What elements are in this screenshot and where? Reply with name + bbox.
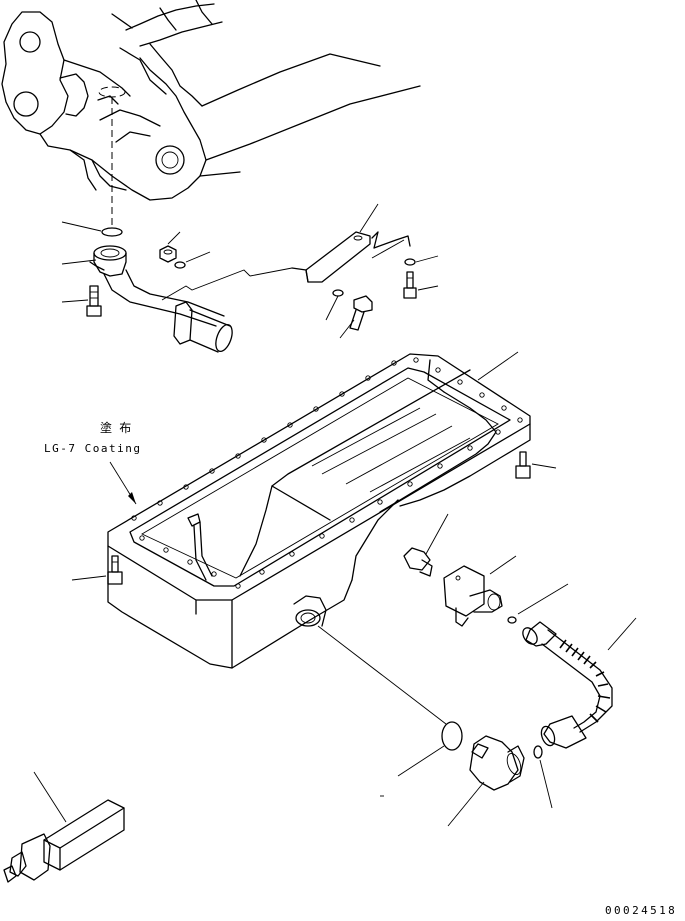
wrench-tool	[3, 771, 125, 883]
coating-label-english: LG-7 Coating	[44, 442, 141, 455]
washer-and-bolt-bracket	[325, 289, 373, 339]
bolt-pan-right	[515, 451, 557, 479]
bracket	[249, 203, 411, 283]
drain-elbow	[447, 735, 525, 827]
nut-and-bolt-right	[403, 255, 439, 299]
hose	[522, 617, 637, 749]
bolt-pan-left	[71, 555, 123, 585]
pressure-adapter	[443, 555, 517, 627]
drawing-number: 00024518	[605, 904, 677, 916]
o-ring-top	[61, 221, 123, 237]
suction-pipe	[61, 245, 233, 353]
sensor-plug	[403, 513, 449, 577]
coating-annotation: 塗 布 LG-7 Coating	[44, 420, 141, 505]
o-ring-small-right	[507, 583, 569, 624]
bolt-left-flange	[61, 285, 102, 317]
oil-pan	[107, 353, 531, 669]
engine-block	[1, 0, 421, 225]
o-ring-elbow	[533, 745, 553, 809]
oil-pan-leader	[477, 351, 519, 381]
coating-label-japanese: 塗 布	[100, 420, 131, 435]
flange-bolt-holes	[131, 357, 523, 589]
drain-gasket	[317, 625, 463, 777]
nut-and-washer-1	[159, 231, 251, 301]
